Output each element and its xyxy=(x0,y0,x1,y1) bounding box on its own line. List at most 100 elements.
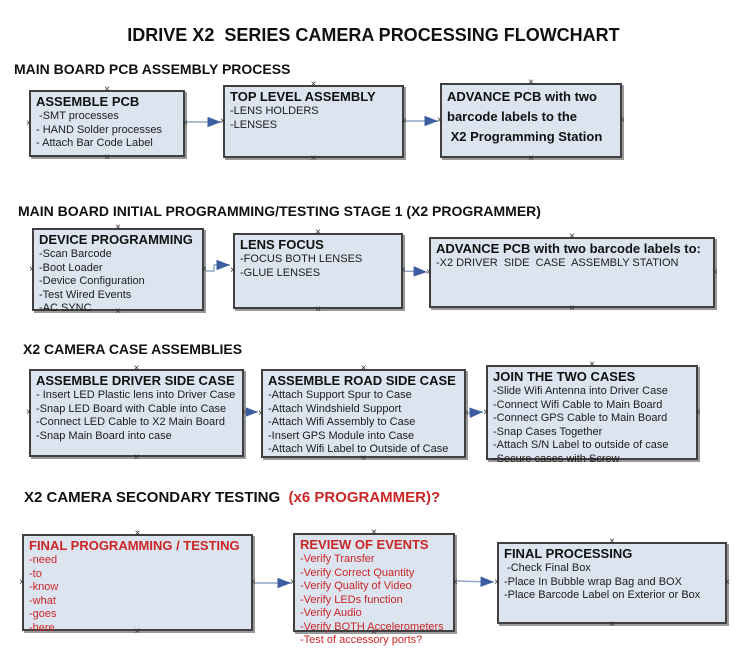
box-title: DEVICE PROGRAMMING xyxy=(39,232,193,247)
box-title: ASSEMBLE PCB xyxy=(36,94,140,109)
connection-handle-icon: × xyxy=(315,304,321,315)
connector-arrow[interactable] xyxy=(454,576,495,587)
box-item: -Verify BOTH Accelerometers xyxy=(300,620,444,633)
box-items: -X2 DRIVER SIDE CASE ASSEMBLY STATION xyxy=(436,257,708,271)
connection-handle-icon: × xyxy=(241,407,247,418)
box-item: -LENSES xyxy=(230,118,278,131)
box-item: -Attach Wifi Label to Outside of Case xyxy=(268,443,449,455)
connection-handle-icon: × xyxy=(589,359,595,370)
connection-handle-icon: × xyxy=(463,407,469,419)
connection-handle-icon: × xyxy=(315,227,321,238)
flow-box-assemble-driver-side-case[interactable]: ASSEMBLE DRIVER SIDE CASE - Insert LED P… xyxy=(26,363,247,463)
connection-handle-icon: × xyxy=(258,407,264,419)
connection-handle-icon: × xyxy=(400,265,406,276)
connection-handle-icon: × xyxy=(230,265,236,276)
connection-handle-icon: × xyxy=(712,266,718,278)
connection-handle-icon: × xyxy=(619,114,625,126)
box-title: ASSEMBLE ROAD SIDE CASE xyxy=(268,373,456,388)
box-item: -Snap Main Board into case xyxy=(36,429,172,442)
connection-handle-icon: × xyxy=(26,117,32,129)
flow-box-assemble-road-side-case[interactable]: ASSEMBLE ROAD SIDE CASE -Attach Support … xyxy=(258,364,469,464)
flow-box-final-programming-testing[interactable]: FINAL PROGRAMMING / TESTING -need-to-kno… xyxy=(19,529,256,637)
box-item: -Slide Wifi Antenna into Driver Case xyxy=(493,385,668,397)
connection-handle-icon: × xyxy=(133,363,140,374)
section-header-initial-programming: MAIN BOARD INITIAL PROGRAMMING/TESTING S… xyxy=(18,203,541,219)
connector-arrow[interactable] xyxy=(204,259,230,272)
box-title: ADVANCE PCB with two barcode labels to t… xyxy=(447,89,603,144)
flow-box-review-of-events[interactable]: REVIEW OF EVENTS -Verify Transfer-Verify… xyxy=(290,527,458,647)
box-item: -Snap LED Board with Cable into Case xyxy=(36,402,227,415)
flow-box-advance-pcb-programming-station[interactable]: ADVANCE PCB with two barcode labels to t… xyxy=(437,78,625,164)
box-item: -Verify Transfer xyxy=(300,553,375,565)
box-item: -here xyxy=(29,621,55,634)
box-items: -Attach Support Spur to Case-Attach Wind… xyxy=(268,389,459,457)
connection-handle-icon: × xyxy=(310,153,317,164)
flow-box-final-processing[interactable]: FINAL PROCESSING -Check Final Box-Place … xyxy=(494,536,730,630)
box-item: -Device Configuration xyxy=(39,275,145,287)
flow-box-assemble-pcb[interactable]: ASSEMBLE PCB -SMT processes- HAND Solder… xyxy=(26,84,188,163)
connection-handle-icon: × xyxy=(609,619,615,630)
flow-box-lens-focus[interactable]: LENS FOCUS -FOCUS BOTH LENSES-GLUE LENSE… xyxy=(230,227,406,315)
flow-box-join-the-two-cases[interactable]: JOIN THE TWO CASES -Slide Wifi Antenna i… xyxy=(483,359,701,466)
box-item: -Verify Correct Quantity xyxy=(300,566,415,579)
box-item: -Secure cases with Screw xyxy=(493,452,620,465)
connection-handle-icon: × xyxy=(483,406,489,418)
box-items: -FOCUS BOTH LENSES-GLUE LENSES xyxy=(240,253,396,280)
flow-box-advance-pcb-driver-side[interactable]: ADVANCE PCB with two barcode labels to: … xyxy=(426,232,718,314)
box-item: -Test Wired Events xyxy=(39,288,132,301)
section-header-pcb-assembly: MAIN BOARD PCB ASSEMBLY PROCESS xyxy=(14,61,291,77)
box-item: -Test of accessory ports? xyxy=(300,634,423,646)
box-title: JOIN THE TWO CASES xyxy=(493,369,636,384)
box-item: -Snap Cases Together xyxy=(493,425,603,438)
box-item: -Verify LEDs function xyxy=(300,593,403,606)
box-item: -LENS HOLDERS xyxy=(230,105,319,117)
box-items: -need-to-know-what-goes-here xyxy=(29,554,246,635)
connection-handle-icon: × xyxy=(182,117,188,129)
box-item: -to xyxy=(29,567,42,580)
box-item: -X2 DRIVER SIDE CASE ASSEMBLY STATION xyxy=(436,257,679,269)
connection-handle-icon: × xyxy=(201,263,207,275)
connection-handle-icon: × xyxy=(220,115,226,127)
connection-handle-icon: × xyxy=(401,115,407,127)
connector-arrow[interactable] xyxy=(465,407,484,419)
box-item: -Insert GPS Module into Case xyxy=(268,429,415,442)
box-item: -Connect Wifi Cable to Main Board xyxy=(493,398,663,411)
box-item: -Connect GPS Cable to Main Board xyxy=(493,412,668,424)
box-item: -Scan Barcode xyxy=(39,248,112,260)
connection-handle-icon: × xyxy=(371,527,377,538)
section-header-text: X2 CAMERA SECONDARY TESTING xyxy=(24,489,281,506)
section-header-case-assemblies: X2 CAMERA CASE ASSEMBLIES xyxy=(23,341,243,357)
box-title: REVIEW OF EVENTS xyxy=(300,537,429,552)
box-items: -SMT processes- HAND Solder processes- A… xyxy=(36,110,178,151)
box-item: -what xyxy=(29,594,56,607)
connector-arrow[interactable] xyxy=(403,266,428,277)
box-title: ASSEMBLE DRIVER SIDE CASE xyxy=(36,373,235,388)
box-items: -Verify Transfer-Verify Correct Quantity… xyxy=(300,553,448,648)
box-item: -Place In Bubble wrap Bag and BOX xyxy=(504,575,682,588)
box-item: -SMT processes xyxy=(36,110,119,122)
box-item: -Verify Audio xyxy=(300,607,362,619)
connection-handle-icon: × xyxy=(26,407,32,418)
connection-handle-icon: × xyxy=(104,152,110,163)
connection-handle-icon: × xyxy=(290,576,296,588)
section-header-suffix-red: (x6 PROGRAMMER)? xyxy=(280,489,441,506)
flow-box-device-programming[interactable]: DEVICE PROGRAMMING -Scan Barcode-Boot Lo… xyxy=(29,222,207,317)
connection-handle-icon: × xyxy=(133,452,140,463)
box-items: -LENS HOLDERS-LENSES xyxy=(230,105,397,132)
connection-handle-icon: × xyxy=(609,536,615,547)
box-item: - Insert LED Plastic lens into Driver Ca… xyxy=(36,389,236,401)
connection-handle-icon: × xyxy=(310,79,317,90)
connection-handle-icon: × xyxy=(250,576,256,588)
box-item: -FOCUS BOTH LENSES xyxy=(240,253,363,265)
box-title: TOP LEVEL ASSEMBLY xyxy=(230,89,376,104)
connection-handle-icon: × xyxy=(360,453,367,464)
connection-handle-icon: × xyxy=(104,84,110,95)
box-item: -goes xyxy=(29,608,57,620)
connection-handle-icon: × xyxy=(724,577,730,588)
box-item: -Verify Quality of Video xyxy=(300,580,412,592)
connection-handle-icon: × xyxy=(494,577,500,588)
box-title: LENS FOCUS xyxy=(240,237,324,252)
flow-box-top-level-assembly[interactable]: TOP LEVEL ASSEMBLY -LENS HOLDERS-LENSES … xyxy=(220,79,407,164)
box-item: -Connect LED Cable to X2 Main Board xyxy=(36,416,225,428)
connection-handle-icon: × xyxy=(115,222,121,233)
